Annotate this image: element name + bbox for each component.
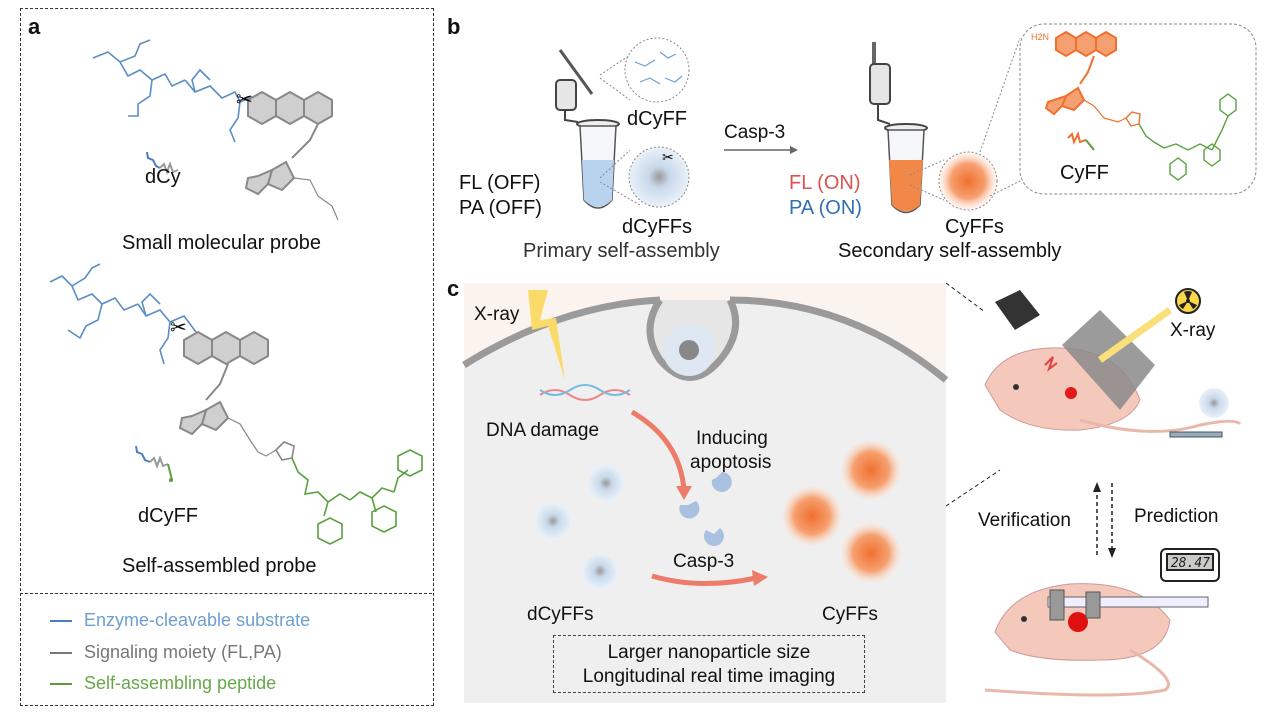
dcyffs-label: dCyFFs [622, 216, 692, 238]
cyffs-particle [841, 440, 901, 500]
scissors-icon: ✂ [236, 87, 253, 111]
prediction-label: Prediction [1134, 506, 1219, 527]
tumor-spot [1068, 612, 1088, 632]
tube-icon-primary [555, 79, 620, 209]
pa-off-label: PA (OFF) [459, 197, 542, 219]
xray-label-cell: X-ray [474, 304, 520, 325]
dcyffs-particle [588, 465, 624, 501]
casp3-label: Casp-3 [673, 551, 735, 572]
caliper-reading: 28.47 [1166, 553, 1214, 571]
casp3-cleavage-arrow [651, 573, 757, 587]
verification-label: Verification [978, 510, 1071, 531]
casp3-arrow-label: Casp-3 [724, 122, 786, 143]
dcyffs-particle [535, 503, 571, 539]
prediction-arrow [1108, 548, 1116, 558]
dcyff-mini-icon [135, 445, 151, 463]
note-line: Longitudinal real time imaging [582, 666, 836, 687]
dcyffs-particle [582, 553, 618, 589]
legend [20, 593, 432, 705]
dcyff-label: dCyFF [138, 505, 198, 527]
fl-off-label: FL (OFF) [459, 172, 541, 194]
caspase-icon [679, 501, 700, 519]
apoptosis-arrow [630, 409, 687, 491]
syringe-icon [1169, 431, 1223, 438]
cyff-mini-icon [1067, 131, 1087, 145]
dcyff-signaling-structure [178, 330, 277, 457]
camera-icon [995, 290, 1040, 330]
legend-swatch [50, 651, 72, 654]
dcy-label: dCy [145, 166, 181, 188]
legend-swatch [50, 682, 72, 685]
panel-a-frame [20, 8, 434, 706]
cyffs-particle [841, 523, 901, 583]
note-line: Larger nanoparticle size [607, 642, 811, 663]
primary-caption: Primary self-assembly [523, 240, 720, 262]
monomer-circle [624, 37, 690, 103]
legend-item-substrate: Enzyme-cleavable substrate [50, 610, 310, 631]
mouse-caliper-illustration [984, 583, 1209, 697]
scissors-icon: ✂ [662, 150, 674, 166]
h2n-atom-label: H2N [1031, 32, 1050, 42]
caspase-icon [704, 528, 724, 546]
note-box: Larger nanoparticle size Longitudinal re… [553, 635, 865, 693]
panel-b-label: b [447, 14, 461, 39]
pipette-icon [558, 49, 594, 95]
cyffs-cell-label: CyFFs [822, 604, 878, 625]
apoptosis-label: apoptosis [690, 452, 772, 473]
xray-bolt-icon [528, 290, 565, 380]
dcy-substrate-structure [92, 39, 256, 143]
dna-damage-label: DNA damage [486, 420, 600, 441]
dcyffs-nanoparticle [628, 146, 690, 208]
small-probe-caption: Small molecular probe [122, 232, 321, 254]
scissors-icon: ✂ [170, 315, 187, 339]
cyff-peptide [1125, 93, 1237, 181]
dcyff-substrate-structure [49, 263, 197, 365]
fl-on-label: FL (ON) [789, 172, 861, 194]
dcy-signaling-structure [244, 90, 339, 221]
dcyffs-cell-label: dCyFFs [527, 604, 594, 625]
cyffs-nanoparticle [938, 151, 998, 211]
shield-block [1062, 310, 1155, 410]
panel-c-label: c [447, 276, 460, 301]
caliper-icon [1047, 596, 1209, 608]
legend-item-signaling: Signaling moiety (FL,PA) [50, 642, 282, 663]
dcy-mini-icon [146, 151, 161, 169]
cyff-structure-box [1019, 23, 1257, 195]
tumor-spot [1065, 387, 1077, 399]
dcyff-monomer-label: dCyFF [627, 108, 687, 130]
caspase-icon [711, 472, 732, 492]
verification-arrow [1093, 482, 1101, 492]
legend-item-peptide: Self-assembling peptide [50, 673, 276, 694]
cyff-fluorophore [1044, 30, 1127, 123]
legend-swatch [50, 619, 72, 622]
dna-icon [539, 384, 631, 401]
cyff-label: CyFF [1060, 162, 1109, 184]
cyffs-particle [782, 486, 842, 546]
emission-wave-icon [1044, 356, 1058, 372]
cyffs-label: CyFFs [945, 216, 1004, 238]
xray-label-mouse: X-ray [1170, 320, 1216, 341]
inducing-label: Inducing [696, 428, 768, 449]
caliper-display: 28.47 [1160, 548, 1220, 582]
secondary-caption: Secondary self-assembly [838, 240, 1062, 262]
assembled-probe-caption: Self-assembled probe [122, 555, 317, 577]
mouse-xray-illustration [984, 290, 1242, 438]
cell-membrane [462, 296, 661, 368]
panel-a-label: a [28, 14, 41, 39]
dcyff-peptide-structure [274, 441, 423, 545]
injected-nanoparticle [1199, 388, 1229, 418]
radiation-icon [1175, 288, 1201, 314]
pa-on-label: PA (ON) [789, 197, 862, 219]
